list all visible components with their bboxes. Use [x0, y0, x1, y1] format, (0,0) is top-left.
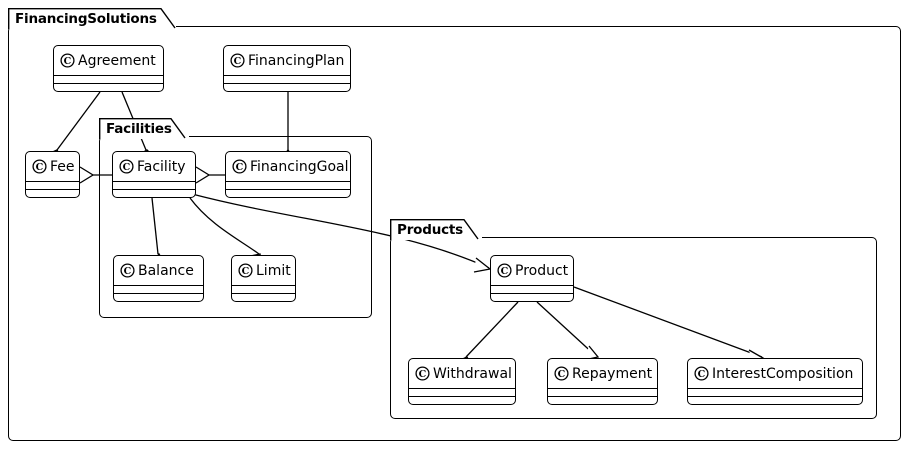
- svg-text:C: C: [123, 162, 131, 173]
- class-attributes-compartment: [409, 388, 515, 396]
- svg-text:C: C: [64, 56, 72, 67]
- class-label-facility: Facility: [137, 158, 186, 175]
- class-circle-icon: C: [120, 263, 135, 278]
- class-node-product[interactable]: C Product: [490, 255, 574, 302]
- class-node-interest-composition[interactable]: C InterestComposition: [687, 358, 863, 405]
- class-methods-compartment: [26, 189, 79, 197]
- svg-text:C: C: [558, 369, 566, 380]
- class-name-row-interest-composition: C InterestComposition: [688, 359, 862, 388]
- class-methods-compartment: [491, 293, 573, 301]
- class-node-facility[interactable]: C Facility: [112, 151, 196, 198]
- class-label-limit: Limit: [256, 262, 291, 279]
- class-node-balance[interactable]: C Balance: [113, 255, 204, 302]
- class-name-row-limit: C Limit: [232, 256, 295, 285]
- class-methods-compartment: [224, 83, 350, 91]
- svg-text:C: C: [236, 162, 244, 173]
- class-node-financing-plan[interactable]: C FinancingPlan: [223, 45, 351, 92]
- class-name-row-balance: C Balance: [114, 256, 203, 285]
- class-node-financing-goal[interactable]: C FinancingGoal: [225, 151, 351, 198]
- class-circle-icon: C: [415, 366, 430, 381]
- class-methods-compartment: [409, 396, 515, 404]
- class-attributes-compartment: [224, 75, 350, 83]
- class-label-withdrawal: Withdrawal: [433, 365, 512, 382]
- svg-text:C: C: [36, 162, 44, 173]
- class-circle-icon: C: [554, 366, 569, 381]
- class-attributes-compartment: [113, 181, 195, 189]
- class-methods-compartment: [688, 396, 862, 404]
- svg-text:C: C: [419, 369, 427, 380]
- svg-text:C: C: [501, 266, 509, 277]
- class-name-row-facility: C Facility: [113, 152, 195, 181]
- class-label-repayment: Repayment: [572, 365, 653, 382]
- class-methods-compartment: [548, 396, 657, 404]
- svg-text:C: C: [234, 56, 242, 67]
- class-label-fee: Fee: [50, 158, 75, 175]
- class-circle-icon: C: [230, 53, 245, 68]
- class-methods-compartment: [113, 189, 195, 197]
- class-attributes-compartment: [26, 181, 79, 189]
- svg-text:C: C: [124, 266, 132, 277]
- class-circle-icon: C: [60, 53, 75, 68]
- class-name-row-fee: C Fee: [26, 152, 79, 181]
- package-label-facilities: Facilities: [106, 120, 172, 137]
- package-tab-products: Products: [390, 219, 482, 241]
- class-attributes-compartment: [491, 285, 573, 293]
- svg-text:C: C: [698, 369, 706, 380]
- class-label-financing-goal: FinancingGoal: [250, 158, 349, 175]
- class-attributes-compartment: [688, 388, 862, 396]
- class-methods-compartment: [114, 293, 203, 301]
- class-name-row-financing-plan: C FinancingPlan: [224, 46, 350, 75]
- package-financing-solutions: [8, 26, 901, 441]
- class-label-agreement: Agreement: [78, 52, 156, 69]
- class-name-row-product: C Product: [491, 256, 573, 285]
- class-attributes-compartment: [232, 285, 295, 293]
- class-label-balance: Balance: [138, 262, 194, 279]
- class-circle-icon: C: [232, 159, 247, 174]
- class-name-row-agreement: C Agreement: [54, 46, 163, 75]
- class-node-agreement[interactable]: C Agreement: [53, 45, 164, 92]
- class-methods-compartment: [54, 83, 163, 91]
- class-circle-icon: C: [497, 263, 512, 278]
- class-node-fee[interactable]: C Fee: [25, 151, 80, 198]
- package-facilities: [99, 136, 372, 318]
- class-methods-compartment: [226, 189, 350, 197]
- class-node-withdrawal[interactable]: C Withdrawal: [408, 358, 516, 405]
- class-node-limit[interactable]: C Limit: [231, 255, 296, 302]
- class-circle-icon: C: [238, 263, 253, 278]
- class-attributes-compartment: [226, 181, 350, 189]
- package-tab-financing-solutions: FinancingSolutions: [8, 8, 176, 30]
- class-circle-icon: C: [119, 159, 134, 174]
- class-node-repayment[interactable]: C Repayment: [547, 358, 658, 405]
- class-label-financing-plan: FinancingPlan: [248, 52, 345, 69]
- class-name-row-withdrawal: C Withdrawal: [409, 359, 515, 388]
- class-name-row-repayment: C Repayment: [548, 359, 657, 388]
- class-label-interest-composition: InterestComposition: [712, 365, 854, 382]
- class-attributes-compartment: [54, 75, 163, 83]
- class-circle-icon: C: [694, 366, 709, 381]
- package-label-products: Products: [397, 221, 463, 238]
- class-attributes-compartment: [114, 285, 203, 293]
- svg-text:C: C: [242, 266, 250, 277]
- class-methods-compartment: [232, 293, 295, 301]
- package-label-financing-solutions: FinancingSolutions: [15, 10, 157, 27]
- class-label-product: Product: [515, 262, 569, 279]
- class-name-row-financing-goal: C FinancingGoal: [226, 152, 350, 181]
- class-attributes-compartment: [548, 388, 657, 396]
- package-products: [390, 237, 877, 419]
- class-circle-icon: C: [32, 159, 47, 174]
- package-tab-facilities: Facilities: [99, 118, 189, 140]
